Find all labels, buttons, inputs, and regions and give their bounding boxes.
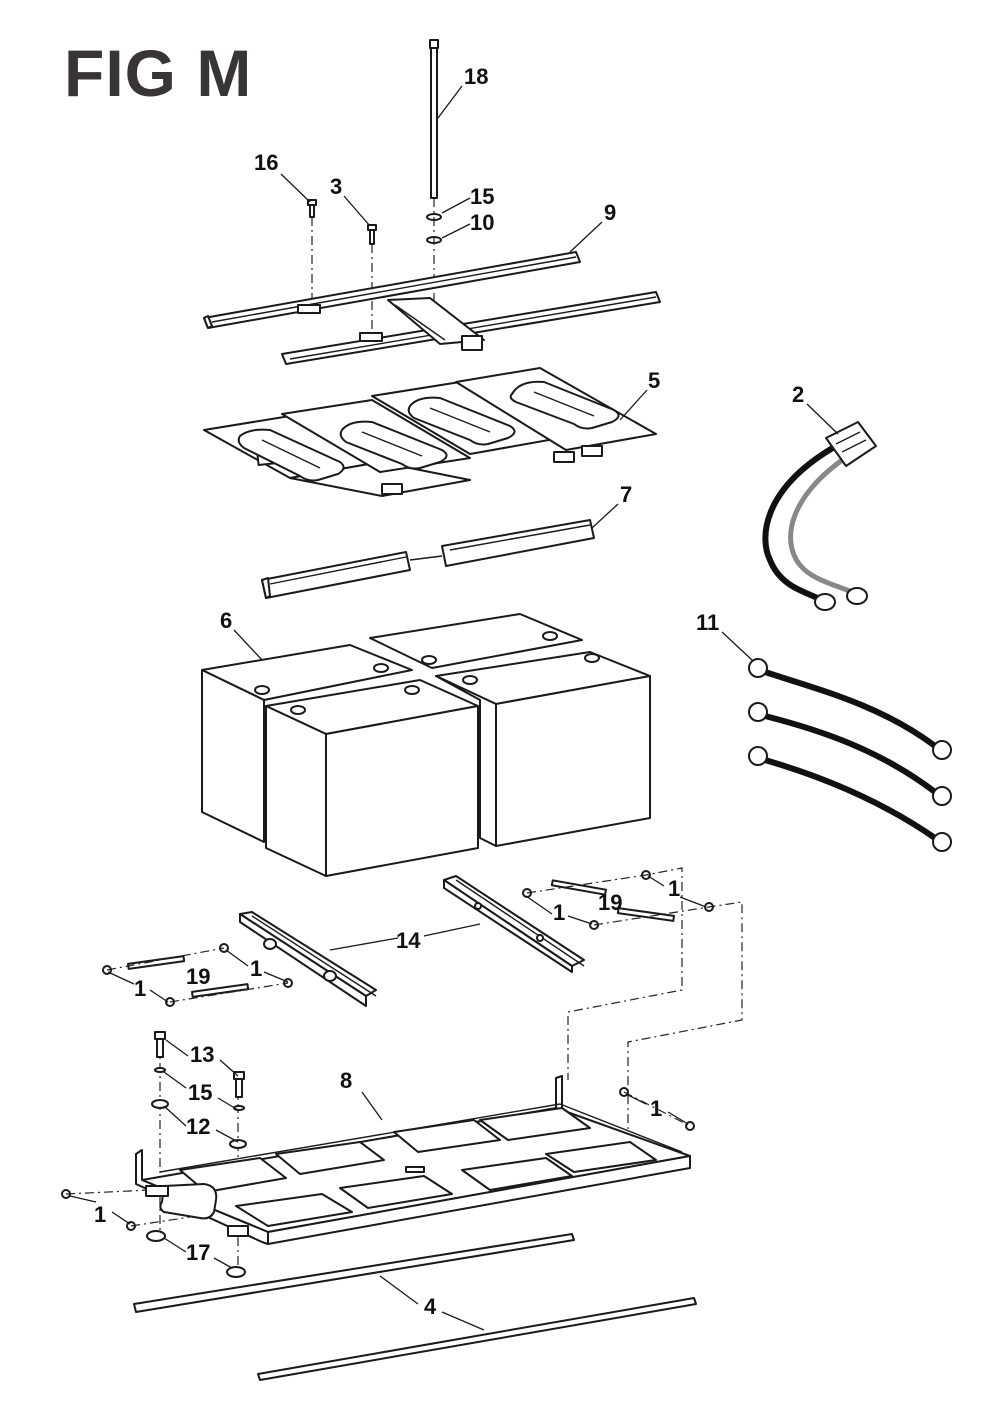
part-12-washer [229,1139,247,1149]
part-18-rod [429,39,439,199]
part-8-battery-tray [135,1075,691,1245]
callout-16: 16 [254,150,278,175]
part-2-connector-harness [762,421,877,611]
callout-1: 1 [94,1202,106,1227]
part-15-washer [154,1067,166,1073]
part-13-bolts [154,1031,245,1098]
callout-1: 1 [134,976,146,1001]
callout-15: 15 [188,1080,212,1105]
callout-2: 2 [792,382,804,407]
callout-1: 1 [553,900,565,925]
callout-8: 8 [340,1068,352,1093]
callout-4: 4 [424,1294,437,1319]
callout-9: 9 [604,200,616,225]
callout-1: 1 [650,1096,662,1121]
part-11-battery-cables [748,658,952,852]
callout-6: 6 [220,608,232,633]
part-19-rods [126,879,676,998]
callout-11: 11 [696,610,719,635]
part-5-battery-covers [203,367,657,497]
part-7-channels [261,519,595,599]
callout-19: 19 [598,890,622,915]
callout-1: 1 [668,876,680,901]
callout-17: 17 [186,1240,210,1265]
part-3-screw [367,224,377,245]
callout-7: 7 [620,482,632,507]
part-6-batteries [201,613,651,877]
part-9-hold-down-frame [203,251,661,365]
part-16-screw [307,199,317,218]
callout-1: 1 [250,956,262,981]
part-17-foot [146,1230,166,1242]
callout-3: 3 [330,174,342,199]
leader-lines [69,85,839,1331]
figure-title: FIG M [64,36,253,110]
assembly-dashed-lines [65,867,743,1270]
callout-19: 19 [186,964,210,989]
part-14-angle-brackets [239,875,585,1007]
callout-10: 10 [470,210,494,235]
callout-15: 15 [470,184,494,209]
callout-12: 12 [186,1114,210,1139]
part-4-strips [133,1233,697,1381]
callout-5: 5 [648,368,660,393]
callout-18: 18 [464,64,488,89]
callout-14: 14 [396,928,421,953]
part-17-foot [226,1266,246,1278]
callout-13: 13 [190,1042,214,1067]
callout-labels: 18 16 3 15 10 9 5 2 7 6 11 1 19 1 14 1 1… [94,64,804,1319]
